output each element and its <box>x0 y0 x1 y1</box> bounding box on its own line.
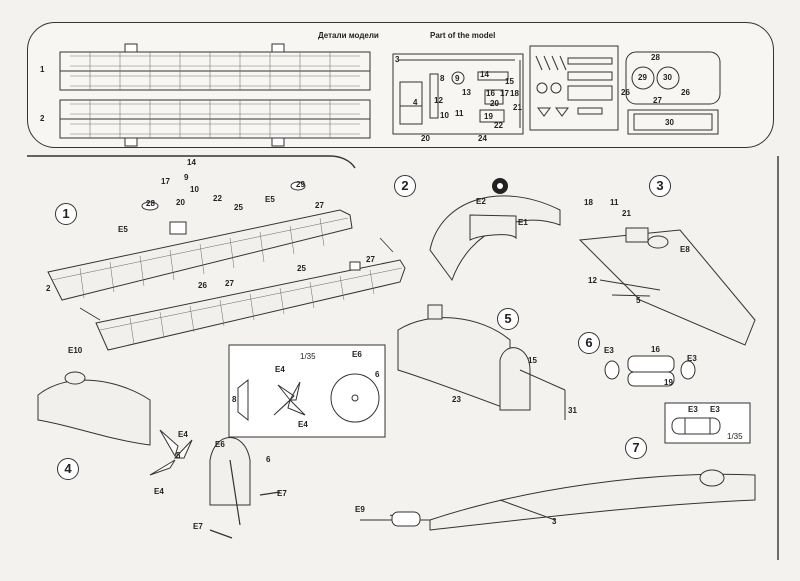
part-label: 11 <box>610 198 619 207</box>
part-label: 25 <box>297 264 306 273</box>
detail-scale-small: 1/35 <box>727 432 743 441</box>
detail-label: E6 <box>352 350 362 359</box>
part-label: 31 <box>568 406 577 415</box>
part-label: 28 <box>146 199 155 208</box>
part-label: E1 <box>518 218 528 227</box>
etched-num: 26 <box>621 88 630 97</box>
step-6-marker: 6 <box>578 332 600 354</box>
step-5-marker: 5 <box>497 308 519 330</box>
etched-num: 27 <box>653 96 662 105</box>
part-label: E4 <box>154 487 164 496</box>
part-label: 18 <box>584 198 593 207</box>
part-label: E2 <box>476 197 486 206</box>
part-label: 29 <box>296 180 305 189</box>
part-label: E6 <box>215 440 225 449</box>
part-label: 27 <box>225 279 234 288</box>
step-2-marker: 2 <box>394 175 416 197</box>
part-label: E3 <box>604 346 614 355</box>
detail-label: E4 <box>298 420 308 429</box>
sprue-num: 10 <box>440 111 449 120</box>
sprue-num: 19 <box>484 112 493 121</box>
sprue-num: 12 <box>434 96 443 105</box>
etched-num: 30 <box>663 73 672 82</box>
step-1-marker: 1 <box>55 203 77 225</box>
etched-num: 26 <box>681 88 690 97</box>
sprue-num: 17 <box>500 89 509 98</box>
part-label: 23 <box>452 395 461 404</box>
part-label: 27 <box>315 201 324 210</box>
part-label: E7 <box>277 489 287 498</box>
part-label: 26 <box>198 281 207 290</box>
detail-scale: 1/35 <box>300 352 316 361</box>
sprue-num: 18 <box>510 89 519 98</box>
sprue-num: 11 <box>455 109 464 118</box>
sprue-num: 21 <box>513 103 522 112</box>
sprue-num: 16 <box>486 89 495 98</box>
hull-row-2-label: 2 <box>40 114 45 123</box>
step-7-marker: 7 <box>625 437 647 459</box>
hull-row-1-label: 1 <box>40 65 45 74</box>
part-label: 6 <box>266 455 271 464</box>
part-label: 14 <box>187 158 196 167</box>
parts-title-ru: Детали модели <box>318 31 379 40</box>
part-label: E7 <box>193 522 203 531</box>
parts-title-en: Part of the model <box>430 31 496 40</box>
sprue-num: 14 <box>480 70 489 79</box>
sprue-num: 20 <box>490 99 499 108</box>
part-label: 15 <box>528 356 537 365</box>
detail-label: 8 <box>232 395 237 404</box>
part-label: E9 <box>355 505 365 514</box>
sprue-num: 4 <box>413 98 418 107</box>
part-label: 12 <box>588 276 597 285</box>
sprue-num: 24 <box>478 134 487 143</box>
step-3-marker: 3 <box>649 175 671 197</box>
part-label: 19 <box>664 378 673 387</box>
detail-label: E3 <box>710 405 720 414</box>
sprue-num: 20 <box>421 134 430 143</box>
part-label: E4 <box>178 430 188 439</box>
part-label: 20 <box>176 198 185 207</box>
etched-num: 29 <box>638 73 647 82</box>
detail-label: 6 <box>375 370 380 379</box>
part-label: E10 <box>68 346 83 355</box>
part-label: 22 <box>213 194 222 203</box>
part-label: 5 <box>636 296 641 305</box>
sprue-num: 8 <box>440 74 445 83</box>
part-label: 17 <box>161 177 170 186</box>
part-label: E5 <box>118 225 128 234</box>
detail-label: E4 <box>275 365 285 374</box>
detail-label: E3 <box>688 405 698 414</box>
part-label: 27 <box>366 255 375 264</box>
part-label: 25 <box>234 203 243 212</box>
part-label: 10 <box>190 185 199 194</box>
sprue-num: 9 <box>455 74 460 83</box>
sprue-num: 13 <box>462 88 471 97</box>
etched-num: 28 <box>651 53 660 62</box>
sprue-num: 3 <box>395 55 400 64</box>
part-label: 16 <box>651 345 660 354</box>
part-label: E5 <box>265 195 275 204</box>
sprue-num: 15 <box>505 77 514 86</box>
part-label: E3 <box>687 354 697 363</box>
step-4-marker: 4 <box>57 458 79 480</box>
part-label: 9 <box>184 173 189 182</box>
etched-num: 30 <box>665 118 674 127</box>
part-label: 3 <box>552 517 557 526</box>
part-label: 8 <box>176 451 181 460</box>
part-label: E8 <box>680 245 690 254</box>
part-label: 2 <box>46 284 51 293</box>
sprue-num: 22 <box>494 121 503 130</box>
part-label: 21 <box>622 209 631 218</box>
